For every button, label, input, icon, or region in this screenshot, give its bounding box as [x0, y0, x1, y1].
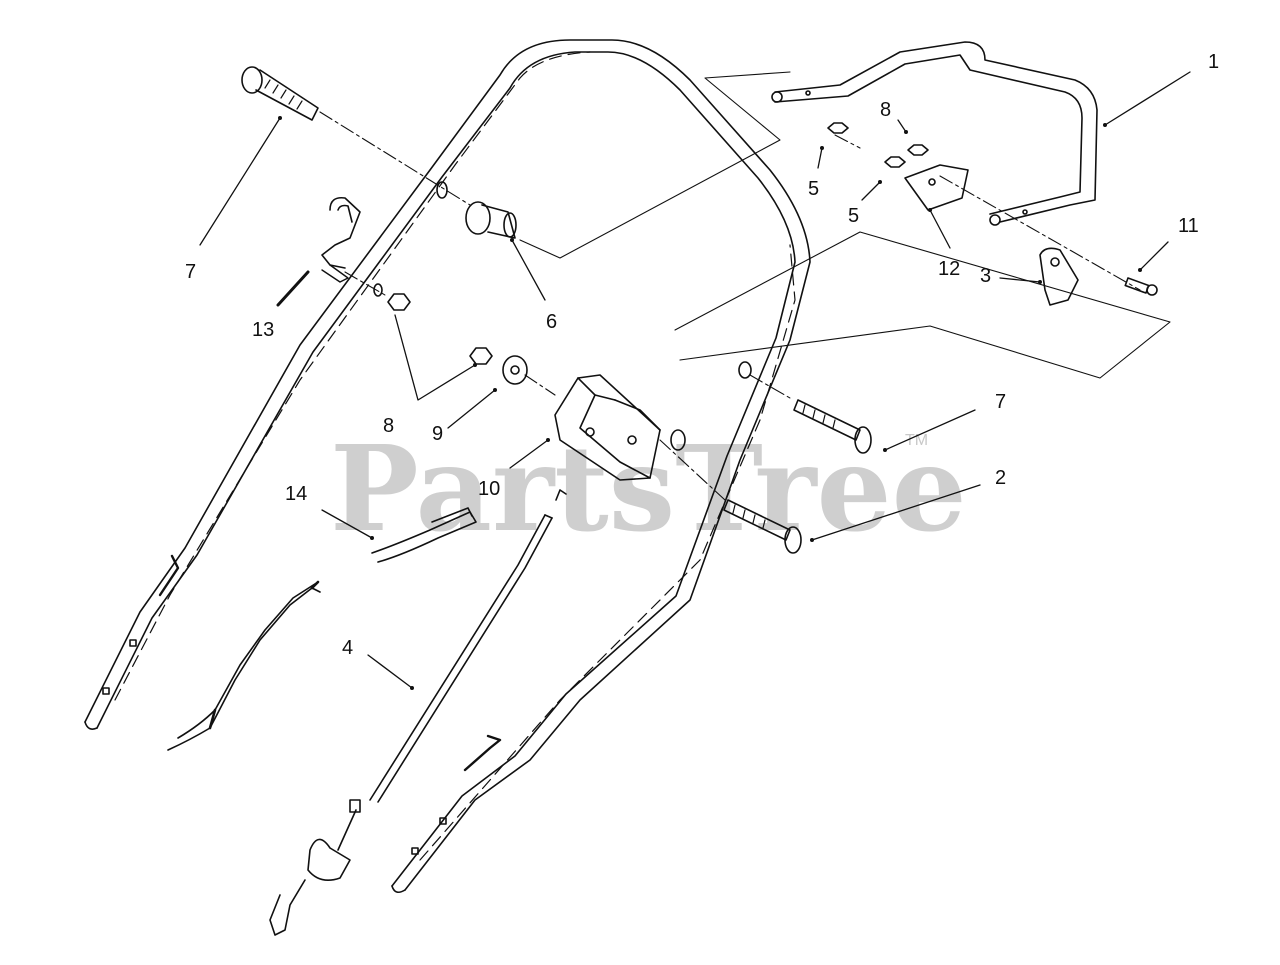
part-12-hole [928, 178, 936, 186]
watermark-text: PartsTree [330, 419, 967, 558]
callout-5b: 5 [848, 205, 859, 227]
part-8-nut-left [387, 293, 411, 311]
part-12-bracket [904, 164, 969, 211]
part-11-small-bolt [1124, 277, 1158, 296]
handle-centerlines [114, 51, 796, 861]
part-8-nut-upper [907, 144, 929, 156]
part-9-washer [502, 355, 528, 385]
main-handle [84, 39, 811, 894]
callout-10: 10 [478, 478, 500, 500]
part-4-cable [269, 489, 567, 936]
part-8-nut-mid [469, 347, 493, 365]
part-5-nut-b [884, 156, 906, 168]
part-10-control-block [554, 374, 661, 481]
part-9-washer-hole [510, 365, 520, 375]
leader-dots [278, 116, 1142, 690]
part-3-latch [1039, 247, 1079, 306]
callout-8a: 8 [880, 99, 891, 121]
callout-11: 11 [1178, 215, 1199, 237]
callout-12: 12 [938, 258, 960, 280]
part-6-bushing [465, 201, 517, 239]
callout-labels: 1 2 3 4 5 5 6 7 7 8 8 9 10 11 12 13 14 [185, 51, 1219, 659]
callout-3: 3 [980, 265, 991, 287]
part-1-bail-handle [771, 41, 1098, 226]
callout-14: 14 [285, 483, 307, 505]
watermark-trademark: TM [905, 432, 928, 449]
callout-5a: 5 [808, 178, 819, 200]
part-14-clip [371, 507, 477, 563]
callout-7b: 7 [995, 391, 1006, 413]
callout-9: 9 [432, 423, 443, 445]
callout-4: 4 [342, 637, 353, 659]
callout-8b: 8 [383, 415, 394, 437]
part-13-clip [321, 196, 361, 283]
part-2-bolt [723, 499, 802, 554]
leader-lines [199, 71, 1191, 689]
part-7-bolt-upper [241, 66, 319, 121]
part-5-nut-a [827, 122, 849, 134]
part-7-bolt-right [793, 399, 872, 454]
callout-2: 2 [995, 467, 1006, 489]
part-3-latch-hole [1050, 257, 1060, 267]
callout-7a: 7 [185, 261, 196, 283]
cable-sheath [167, 580, 321, 751]
callout-6: 6 [546, 311, 557, 333]
callout-1: 1 [1208, 51, 1219, 73]
alignment-lines [319, 71, 1171, 501]
callout-13: 13 [252, 319, 274, 341]
